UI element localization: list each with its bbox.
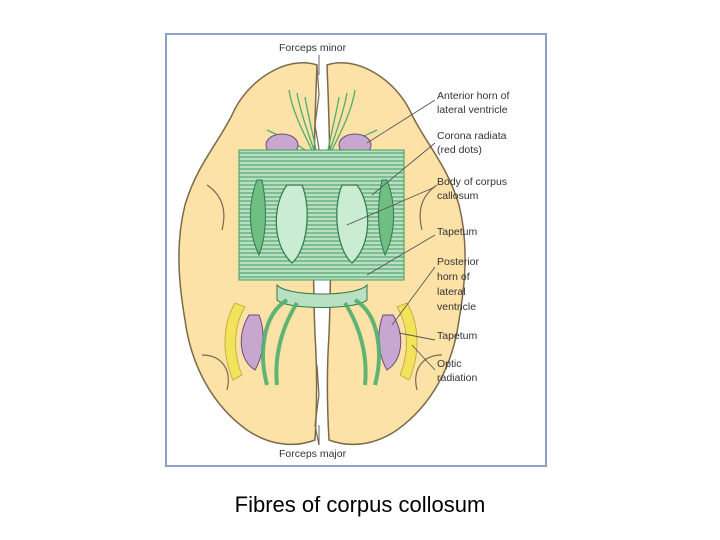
body-of-corpus-callosum	[238, 149, 405, 281]
optic-radiation-left	[224, 302, 246, 381]
label-forceps-major: Forceps major	[279, 448, 347, 460]
figure-frame: Forceps minor Anterior horn of lateral v…	[165, 33, 547, 467]
label-anterior-horn-2: lateral ventricle	[437, 104, 508, 116]
right-thalamus	[336, 184, 369, 264]
labels: Forceps minor Anterior horn of lateral v…	[279, 42, 509, 460]
label-anterior-horn-1: Anterior horn of	[437, 90, 509, 102]
posterior-horn-left	[240, 314, 264, 371]
optic-radiation-right	[396, 302, 418, 381]
forceps-major-fibres	[261, 298, 381, 386]
label-optic-radiation-2: radiation	[437, 372, 477, 384]
label-body-cc-2: callosum	[437, 190, 479, 202]
label-corona-radiata-2: (red dots)	[437, 144, 482, 156]
corpus-callosum-diagram: Forceps minor Anterior horn of lateral v…	[178, 42, 509, 460]
label-posterior-horn-2: horn of	[437, 271, 470, 283]
label-posterior-horn-1: Posterior	[437, 256, 480, 268]
label-tapetum-upper: Tapetum	[437, 226, 478, 238]
label-forceps-minor: Forceps minor	[279, 42, 347, 54]
leader-lines	[318, 55, 436, 445]
label-corona-radiata-1: Corona radiata	[437, 130, 507, 142]
label-body-cc-1: Body of corpus	[437, 176, 507, 188]
label-tapetum-lower: Tapetum	[437, 330, 478, 342]
figure-caption: Fibres of corpus collosum	[234, 492, 486, 517]
label-optic-radiation-1: Optic	[437, 358, 462, 370]
left-thalamus	[275, 184, 308, 264]
label-posterior-horn-3: lateral	[437, 286, 466, 298]
label-posterior-horn-4: ventricle	[437, 301, 476, 313]
